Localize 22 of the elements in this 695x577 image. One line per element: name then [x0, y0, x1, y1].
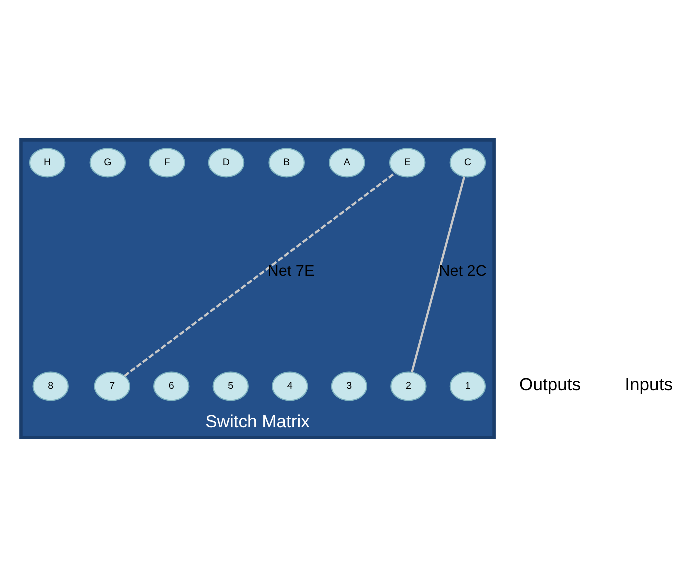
node-ellipse: A: [329, 148, 366, 178]
node-ellipse: 8: [32, 371, 69, 401]
node-ellipse: 2: [390, 371, 427, 401]
node-ellipse: H: [29, 148, 66, 178]
node-ellipse: 3: [331, 371, 368, 401]
label: Inputs: [625, 374, 673, 394]
node-ellipse: 4: [272, 371, 308, 401]
node-ellipse: 6: [153, 371, 190, 401]
node-ellipse: G: [90, 148, 126, 178]
node-ellipse: F: [149, 148, 186, 178]
label: Outputs: [520, 374, 582, 394]
edge-label: Net 2C: [439, 262, 487, 280]
node-ellipse: 1: [450, 371, 486, 401]
node-ellipse: 5: [212, 371, 249, 401]
node-ellipse: 7: [94, 371, 130, 401]
node-ellipse: C: [450, 148, 486, 178]
node-ellipse: D: [208, 148, 245, 178]
node-ellipse: E: [389, 148, 426, 178]
connector: [124, 172, 396, 377]
connector: [411, 176, 466, 372]
node-ellipse: B: [268, 148, 305, 178]
edge-label: Net 7E: [268, 262, 315, 280]
